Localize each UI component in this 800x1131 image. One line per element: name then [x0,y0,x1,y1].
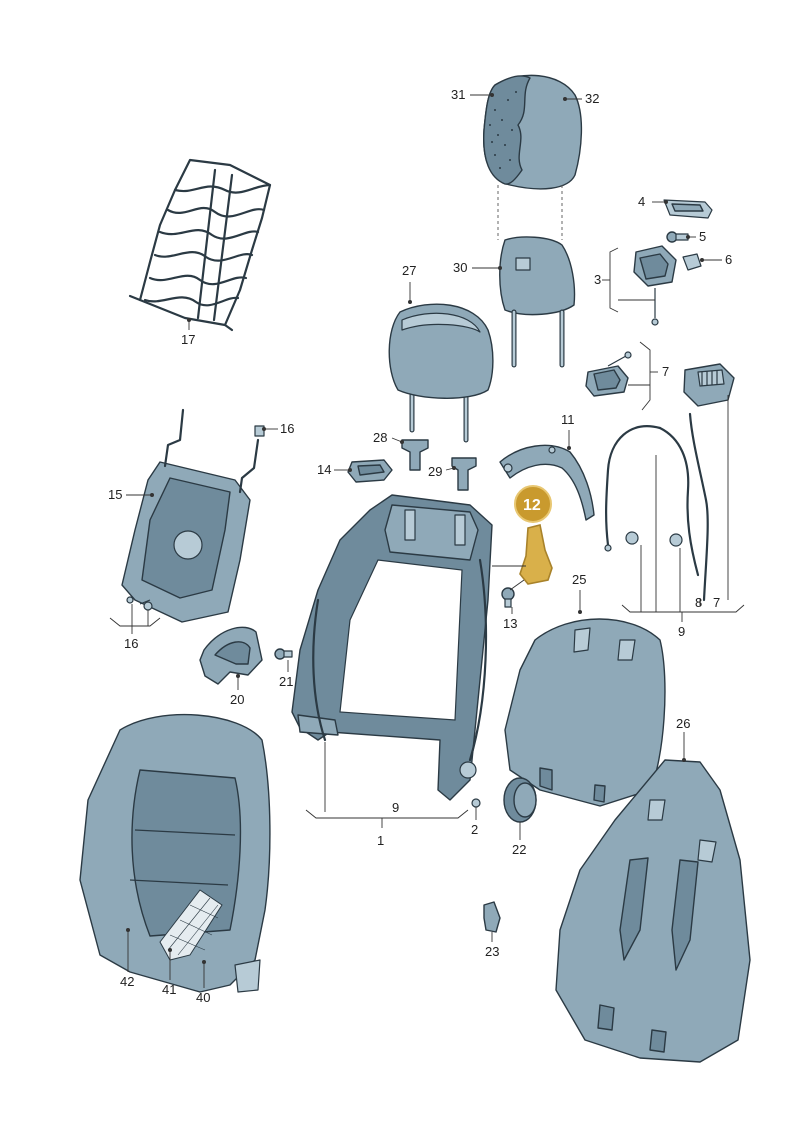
label-3: 3 [594,272,601,287]
screw-5[interactable] [666,231,689,243]
lumbar-switch-3[interactable] [633,245,677,326]
label-9b: 9 [678,624,685,639]
release-mechanism-14[interactable] [347,459,393,483]
label-17: 17 [181,332,195,347]
label-11: 11 [561,412,575,427]
screw-13[interactable] [501,587,515,608]
label-16a: 16 [280,421,294,436]
backrest-frame-1[interactable] [291,494,493,801]
label-4: 4 [638,194,645,209]
clip-16[interactable] [254,425,265,437]
backrest-panel-15[interactable] [121,408,260,623]
clip-6[interactable] [682,253,702,271]
adjust-knob-22[interactable] [503,777,537,823]
back-panel-25[interactable] [504,618,666,807]
label-2: 2 [471,822,478,837]
label-30: 30 [453,260,467,275]
label-25: 25 [572,572,586,587]
backrest-cushion-40-42[interactable] [79,714,271,993]
cable-harness-7-8[interactable] [604,412,709,602]
label-9a: 9 [392,800,399,815]
actuator-7a[interactable] [585,351,632,397]
label-16b: 16 [124,636,138,651]
label-41: 41 [162,982,176,997]
label-14: 14 [317,462,331,477]
headrest-core-30[interactable] [499,236,576,368]
label-31: 31 [451,87,465,102]
label-27: 27 [402,263,416,278]
label-15: 15 [108,487,122,502]
screw-2[interactable] [471,798,481,808]
label-23: 23 [485,944,499,959]
label-29: 29 [428,464,442,479]
side-cover-20[interactable] [199,626,263,685]
label-26: 26 [676,716,690,731]
headrest-guide-29[interactable] [451,457,477,491]
trim-cover-4[interactable] [663,199,713,219]
label-21: 21 [279,674,293,689]
rear-shell-26[interactable] [555,759,751,1063]
screw-21[interactable] [274,648,293,660]
label-7a: 7 [662,364,669,379]
highlight-badge: 12 [514,485,552,523]
side-bracket-11[interactable] [499,444,595,521]
label-7b: 7 [713,595,720,610]
headrest-guide-28[interactable] [401,439,429,471]
label-8: 8 [695,595,702,610]
label-40: 40 [196,990,210,1005]
label-20: 20 [230,692,244,707]
headrest-cover-31-32[interactable] [482,74,583,190]
label-32: 32 [585,91,599,106]
spring-mat-17[interactable] [128,158,272,332]
label-22: 22 [512,842,526,857]
label-5: 5 [699,229,706,244]
headrest-27[interactable] [388,303,494,443]
clip-23[interactable] [483,901,501,933]
label-1: 1 [377,833,384,848]
label-6: 6 [725,252,732,267]
lumbar-motor-7b[interactable] [683,363,735,407]
lever-bracket-12[interactable] [492,524,553,591]
label-28: 28 [373,430,387,445]
label-13: 13 [503,616,517,631]
badge-12: 12 [523,497,541,514]
label-42: 42 [120,974,134,989]
